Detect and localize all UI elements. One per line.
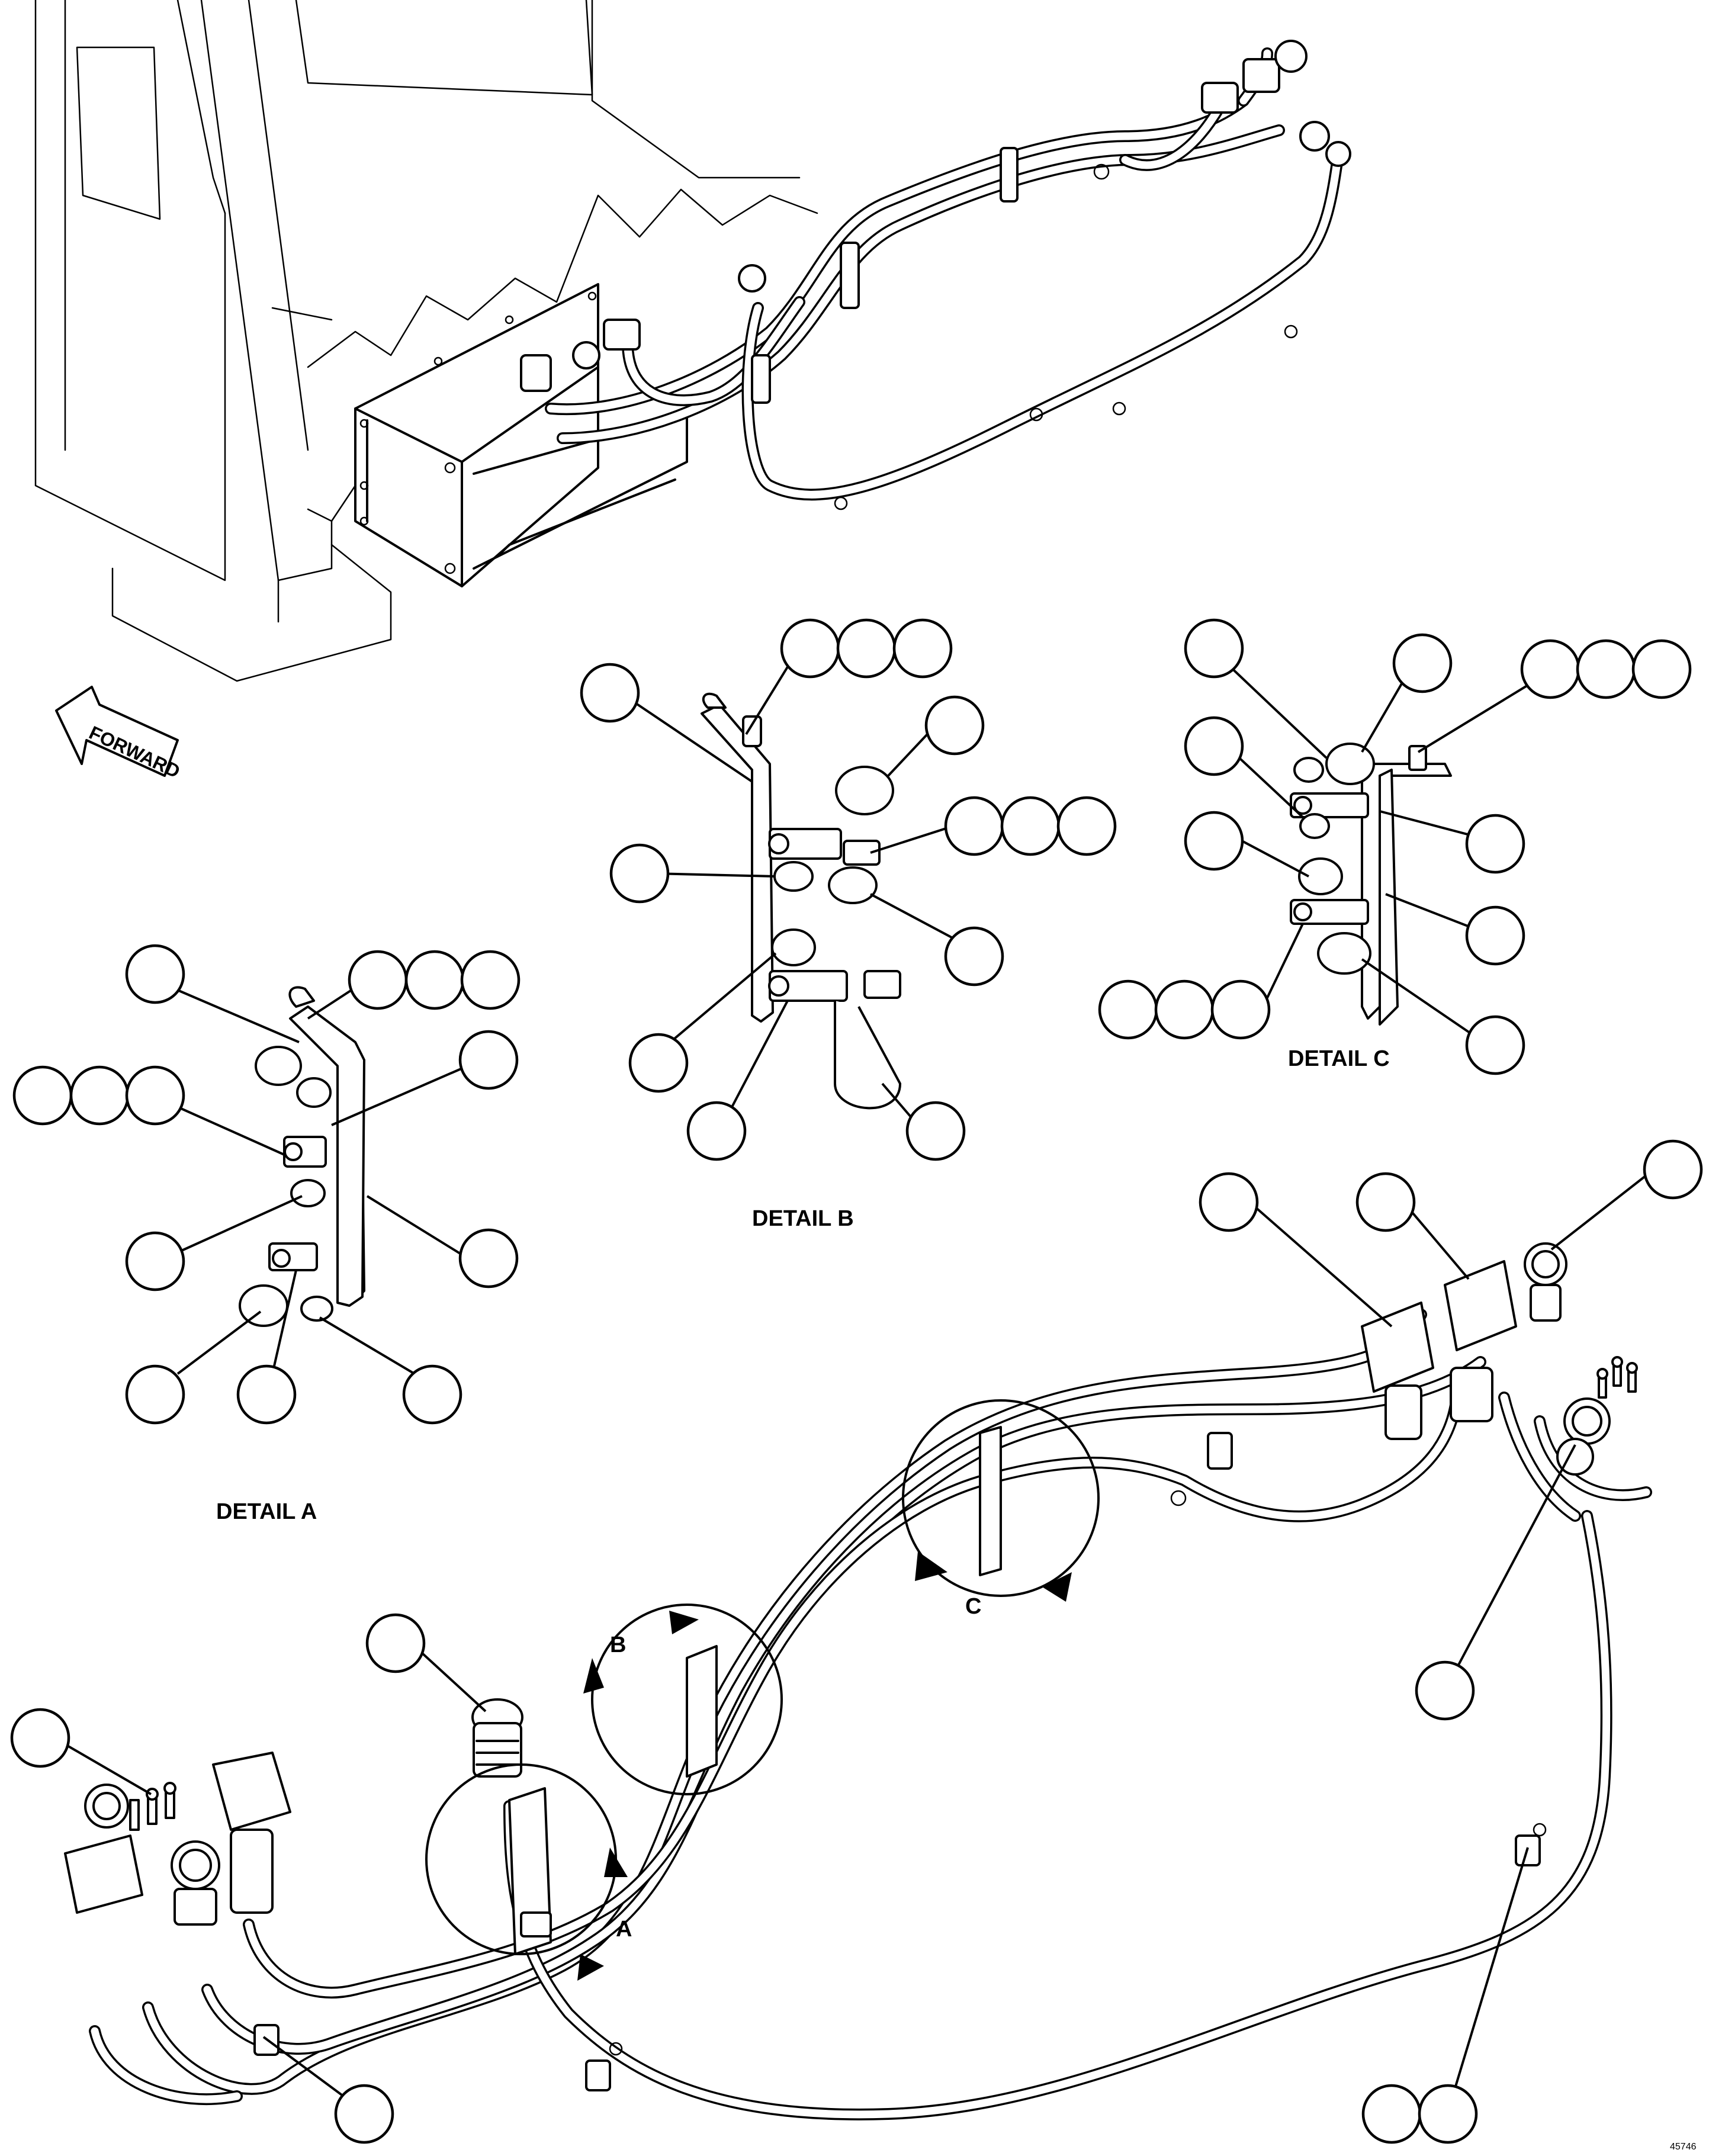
callout-balloon [125,944,185,1004]
callout-balloon [404,950,465,1010]
callout-balloon [1631,639,1692,699]
callout-balloon [12,1065,73,1126]
callout-balloon [1465,814,1525,874]
detail-b-caption: DETAIL B [752,1206,854,1231]
callout-balloon [1154,979,1215,1040]
callout-balloon [780,618,840,679]
callout-balloon [628,1033,689,1093]
detail-view-circles [425,1399,1100,1981]
callout-balloon [944,926,1004,987]
callout-balloon [1184,811,1244,871]
callout-balloon [924,695,985,756]
detail-c-bracket [1290,743,1452,1026]
callout-balloon [1000,796,1061,856]
callout-balloon [458,1030,519,1090]
callout-balloon [1098,979,1158,1040]
callout-balloon [236,1364,297,1425]
callout-balloon [892,618,953,679]
callout-balloon [1210,979,1271,1040]
callout-balloon [125,1231,185,1291]
callout-balloon [1520,639,1580,699]
callout-balloon [1576,639,1636,699]
callout-balloon [609,843,670,904]
callout-balloon [125,1364,185,1425]
view-letter-b: B [610,1633,626,1657]
callout-balloon [836,618,897,679]
callout-balloon [1056,796,1117,856]
callout-balloon [686,1101,747,1161]
callout-balloon [1643,1139,1703,1200]
view-letter-c: C [965,1594,981,1619]
callout-balloon [1184,618,1244,679]
callout-balloon [905,1101,966,1161]
callout-balloons [10,618,1703,2144]
main-harness [64,1242,1652,2120]
callout-balloon [365,1613,426,1673]
vehicle-cab-outline [34,0,818,682]
callout-balloon [69,1065,130,1126]
callout-balloon [944,796,1004,856]
callout-balloon [334,2084,394,2144]
callout-balloon [10,1708,70,1768]
forward-arrow: FORWARD [55,686,184,782]
callout-balloon [580,663,640,723]
callout-balloon [125,1065,185,1126]
callout-balloon [1184,716,1244,776]
callout-balloon [1392,633,1453,693]
callout-balloon [460,950,521,1010]
top-harness [520,40,1351,510]
figure-number: 45746 [1670,2142,1697,2152]
detail-b-bracket [701,692,901,1110]
callout-balloon [1355,1172,1416,1232]
detail-a-bracket [239,986,365,1327]
callout-balloon [1361,2084,1422,2144]
callout-balloon [1465,905,1525,966]
detail-c-caption: DETAIL C [1288,1046,1390,1071]
callout-balloon [1465,1015,1525,1075]
callout-balloon [1418,2084,1478,2144]
callout-balloon [348,950,408,1010]
view-letter-a: A [616,1917,632,1942]
callout-balloon [458,1228,519,1289]
detail-a-caption: DETAIL A [216,1499,317,1524]
callout-balloon [402,1364,462,1425]
callout-balloon [1415,1660,1475,1721]
callout-balloon [1199,1172,1259,1232]
